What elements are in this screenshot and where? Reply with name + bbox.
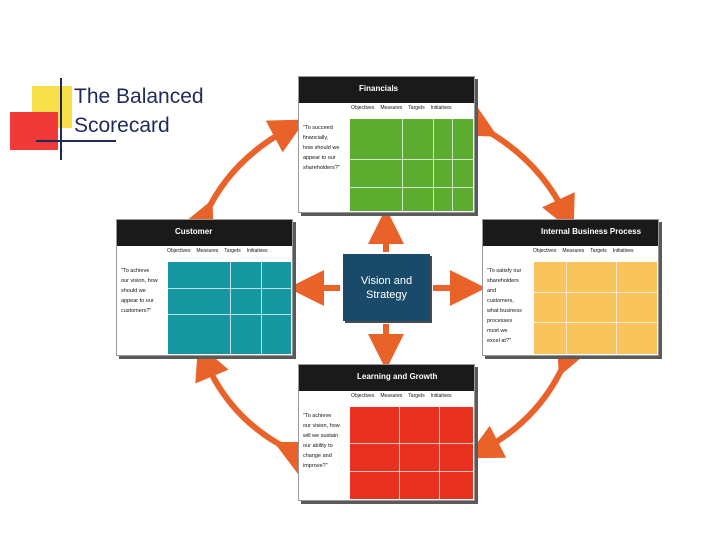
column-targets: Targets: [408, 393, 425, 399]
vision-line-1: Vision and: [360, 275, 413, 287]
column-objectives: Objectives: [351, 105, 375, 111]
column-measures: Measures: [380, 105, 403, 111]
column-initiatives: Initiatives: [612, 248, 634, 254]
card-customer-grid: [168, 262, 291, 354]
card-learning-header: Learning and Growth: [299, 365, 474, 391]
card-learning-grid: [350, 407, 473, 499]
card-customer-header: Customer: [117, 220, 292, 246]
title-decoration-red: [10, 112, 58, 150]
column-initiatives: Initiatives: [430, 105, 452, 111]
card-financials-question: "To succeed financially, how should we a…: [303, 125, 340, 171]
title-line-1: The Balanced: [74, 85, 204, 108]
column-targets: Targets: [590, 248, 607, 254]
card-internal-header: Internal Business Process: [483, 220, 658, 246]
card-internal-title: Internal Business Process: [541, 227, 642, 236]
card-customer-title: Customer: [175, 227, 213, 236]
card-financials: Financials Objectives Measures Targets I…: [298, 76, 475, 213]
column-objectives: Objectives: [351, 393, 375, 399]
card-customer-columns: Objectives Measures Targets Initiatives: [167, 248, 268, 260]
column-objectives: Objectives: [167, 248, 191, 254]
card-customer: Customer Objectives Measures Targets Ini…: [116, 219, 293, 356]
arrow-learning-customer: [195, 343, 315, 475]
column-measures: Measures: [562, 248, 585, 254]
card-learning-question: "To achieve our vision, how will we sust…: [303, 413, 340, 469]
card-financials-columns: Objectives Measures Targets Initiatives: [351, 105, 452, 117]
title-decoration-horizontal-line: [36, 140, 116, 142]
vision-line-2: Strategy: [366, 289, 407, 301]
column-initiatives: Initiatives: [246, 248, 268, 254]
column-targets: Targets: [408, 105, 425, 111]
vision-and-strategy-box: Vision and Strategy: [343, 254, 430, 321]
card-learning-columns: Objectives Measures Targets Initiatives: [351, 393, 452, 405]
column-objectives: Objectives: [533, 248, 557, 254]
card-learning-and-growth: Learning and Growth Objectives Measures …: [298, 364, 475, 501]
column-initiatives: Initiatives: [430, 393, 452, 399]
arrow-financials-internal: [457, 103, 575, 233]
arrow-internal-learning: [466, 336, 590, 459]
card-customer-question: "To achieve our vision, how should we ap…: [121, 268, 158, 314]
column-measures: Measures: [380, 393, 403, 399]
card-financials-header: Financials: [299, 77, 474, 103]
page-title: The Balanced Scorecard: [74, 82, 204, 140]
column-targets: Targets: [224, 248, 241, 254]
card-internal-question: "To satisfy our shareholders and custome…: [487, 268, 522, 344]
card-internal-business-process: Internal Business Process Objectives Mea…: [482, 219, 659, 356]
card-internal-grid: [534, 262, 657, 354]
card-financials-title: Financials: [359, 84, 399, 93]
title-line-2: Scorecard: [74, 114, 170, 137]
column-measures: Measures: [196, 248, 219, 254]
card-financials-grid: [350, 119, 473, 211]
title-decoration-vertical-line: [60, 78, 62, 160]
arrow-customer-financials: [181, 119, 306, 240]
card-learning-title: Learning and Growth: [357, 372, 438, 381]
card-internal-columns: Objectives Measures Targets Initiatives: [533, 248, 634, 260]
